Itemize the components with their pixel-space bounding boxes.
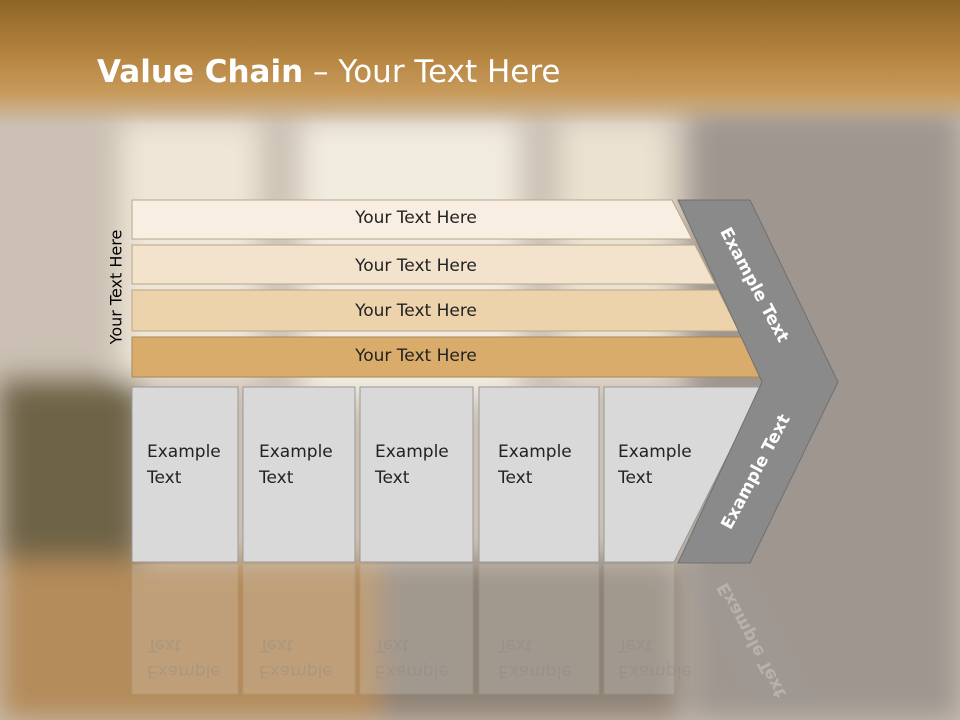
box-3-line1: Example <box>375 442 449 462</box>
box-1-line2: Text <box>147 468 182 488</box>
bar-2-label: Your Text Here <box>355 256 477 276</box>
box-5-line1: Example <box>618 442 692 462</box>
title-bold: Value Chain <box>97 54 304 90</box>
bar-1-label: Your Text Here <box>355 208 477 228</box>
side-label: Your Text Here <box>106 229 126 345</box>
slide-title: Value Chain – Your Text Here <box>97 54 560 90</box>
box-5-line2: Text <box>618 468 653 488</box>
box-3-line2: Text <box>375 468 410 488</box>
bar-3-label: Your Text Here <box>355 301 477 321</box>
header-band <box>0 0 960 125</box>
box-2-line2: Text <box>259 468 294 488</box>
title-rest: – Your Text Here <box>303 54 561 90</box>
bar-4-label: Your Text Here <box>355 346 477 366</box>
box-4-line2: Text <box>498 468 533 488</box>
box-4-line1: Example <box>498 442 572 462</box>
box-2-line1: Example <box>259 442 333 462</box>
box-1-line1: Example <box>147 442 221 462</box>
